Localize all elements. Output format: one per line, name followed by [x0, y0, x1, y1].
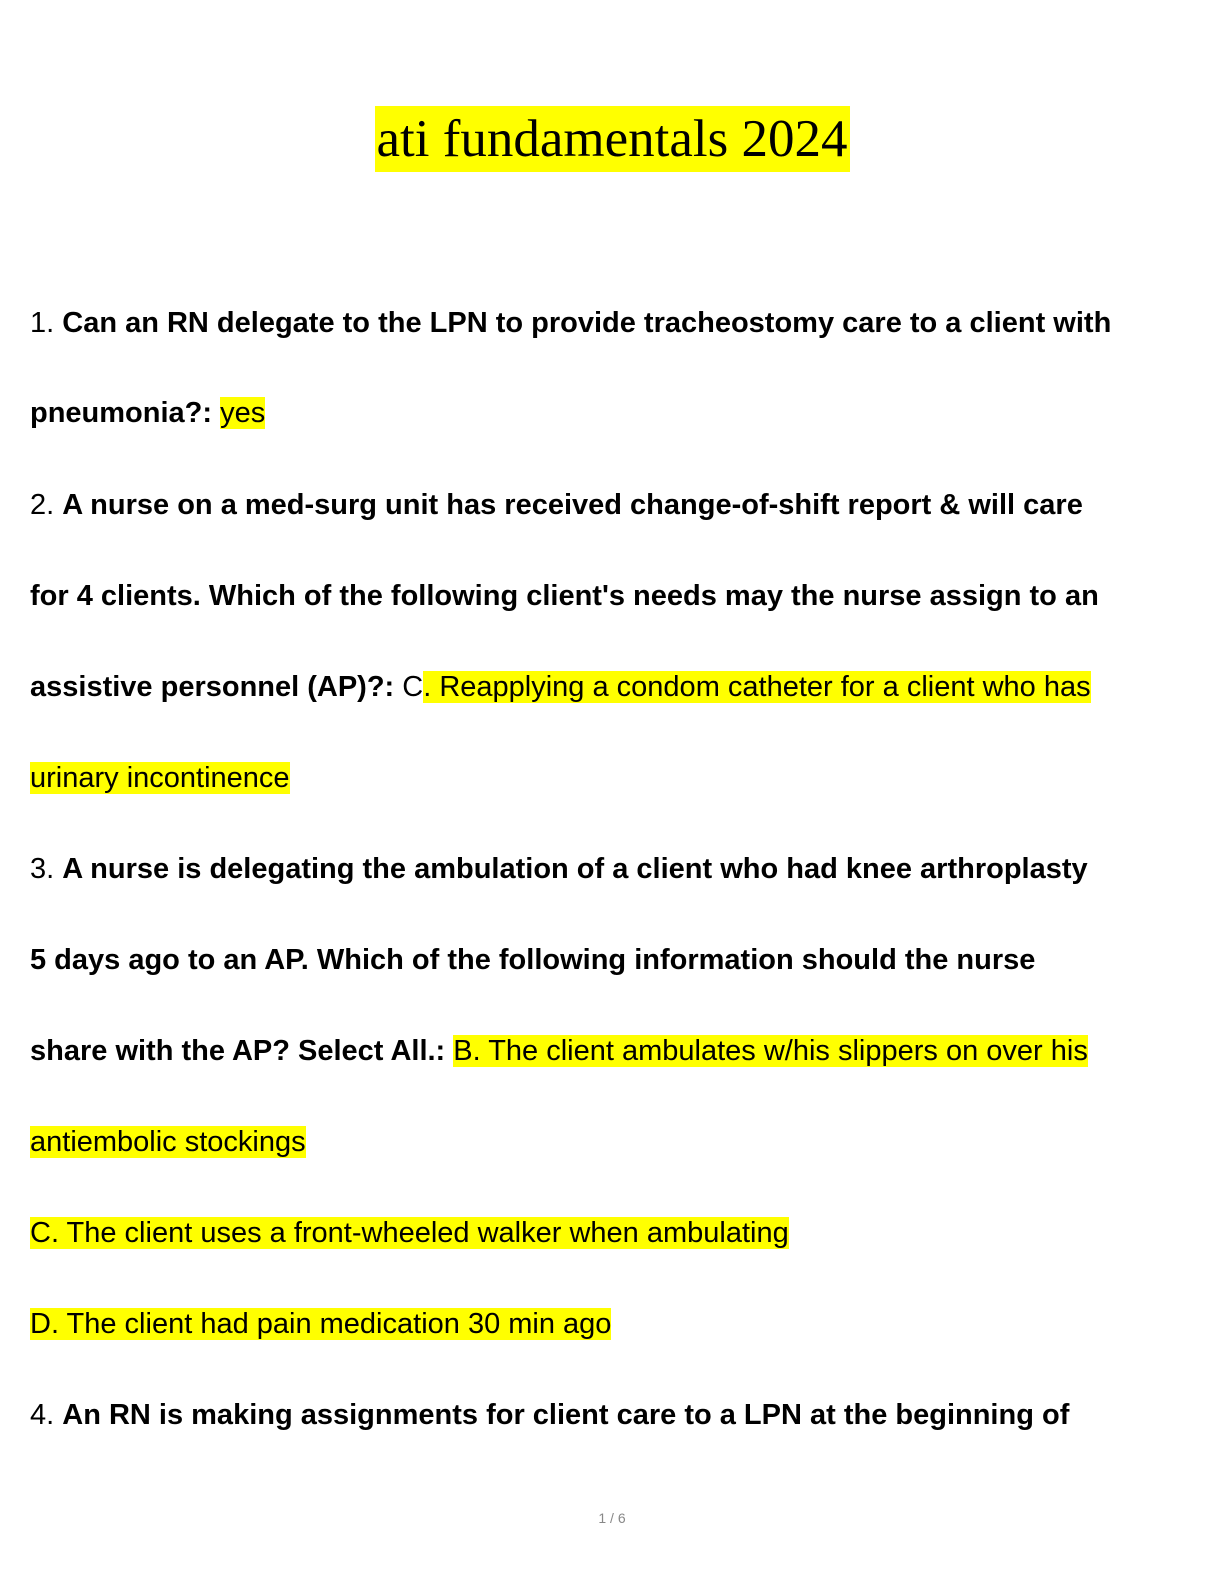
text-line: pneumonia?: yes [30, 393, 266, 433]
document-title: ati fundamentals 2024 [374, 106, 850, 172]
question-number: 4. [30, 1399, 63, 1431]
question-text: assistive personnel (AP)?: [30, 671, 395, 703]
question-text: Can an RN delegate to the LPN to provide… [62, 307, 1112, 339]
question-text: An RN is making assignments for client c… [62, 1399, 1070, 1431]
title-container: ati fundamentals 2024 [0, 106, 1224, 172]
text-line: urinary incontinence [30, 758, 290, 798]
highlighted-answer: C. The client uses a front-wheeled walke… [30, 1217, 789, 1249]
highlighted-answer: . Reapplying a condom catheter for a cli… [423, 671, 1091, 703]
highlighted-answer: urinary incontinence [30, 762, 290, 794]
highlighted-answer: D. The client had pain medication 30 min… [30, 1308, 612, 1340]
text-line: assistive personnel (AP)?: C. Reapplying… [30, 667, 1091, 707]
question-text: share with the AP? Select All.: [30, 1035, 446, 1067]
text-line: 5 days ago to an AP. Which of the follow… [30, 940, 1035, 980]
text-line: share with the AP? Select All.: B. The c… [30, 1031, 1088, 1071]
text-line: 2. A nurse on a med-surg unit has receiv… [30, 485, 1083, 525]
question-number: 1. [30, 307, 63, 339]
text-line: 1. Can an RN delegate to the LPN to prov… [30, 303, 1111, 343]
question-text: A nurse is delegating the ambulation of … [62, 853, 1088, 885]
question-number: 3. [30, 853, 63, 885]
answer-prefix [212, 397, 220, 429]
highlighted-answer: yes [220, 397, 266, 429]
answer-prefix: C [394, 671, 424, 703]
question-text: pneumonia?: [30, 397, 213, 429]
text-line: D. The client had pain medication 30 min… [30, 1304, 612, 1344]
page-indicator: 1 / 6 [598, 1510, 626, 1526]
text-line: for 4 clients. Which of the following cl… [30, 576, 1099, 616]
question-text: for 4 clients. Which of the following cl… [30, 580, 1099, 612]
highlighted-answer: B. The client ambulates w/his slippers o… [453, 1035, 1088, 1067]
question-number: 2. [30, 489, 63, 521]
text-line: C. The client uses a front-wheeled walke… [30, 1213, 789, 1253]
text-line: 3. A nurse is delegating the ambulation … [30, 849, 1088, 889]
question-text: 5 days ago to an AP. Which of the follow… [30, 944, 1036, 976]
highlighted-answer: antiembolic stockings [30, 1126, 306, 1158]
text-line: antiembolic stockings [30, 1122, 306, 1162]
text-line: 4. An RN is making assignments for clien… [30, 1395, 1069, 1435]
question-text: A nurse on a med-surg unit has received … [62, 489, 1083, 521]
